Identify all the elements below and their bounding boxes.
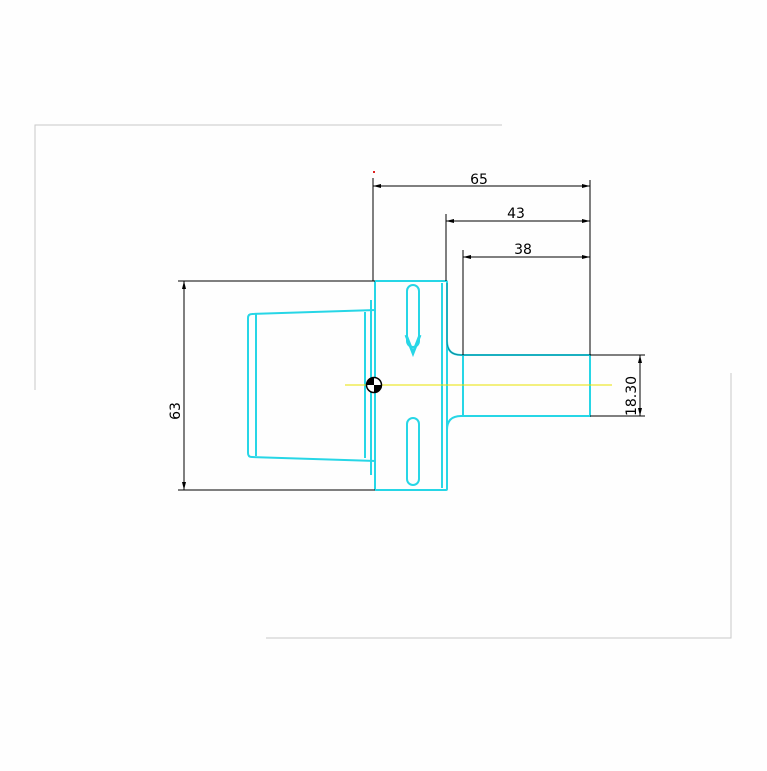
dim-height-total: 63 — [168, 402, 184, 420]
red-marker-dot — [373, 171, 375, 173]
sheet-border — [34, 124, 732, 639]
dim-height-shaft: 18.30 — [624, 376, 640, 416]
dim-width-total: 65 — [470, 172, 488, 188]
dim-width-inner: 38 — [514, 242, 532, 258]
dim-width-mid: 43 — [507, 206, 525, 222]
origin-marker-icon[interactable] — [365, 376, 383, 394]
dimension-arrows — [182, 184, 642, 490]
upper-slot[interactable] — [406, 284, 420, 348]
shaft-top-edge — [446, 283, 590, 356]
direction-arrow-icon — [404, 334, 422, 358]
dimension-lines — [178, 178, 645, 491]
lower-slot[interactable] — [406, 417, 420, 486]
